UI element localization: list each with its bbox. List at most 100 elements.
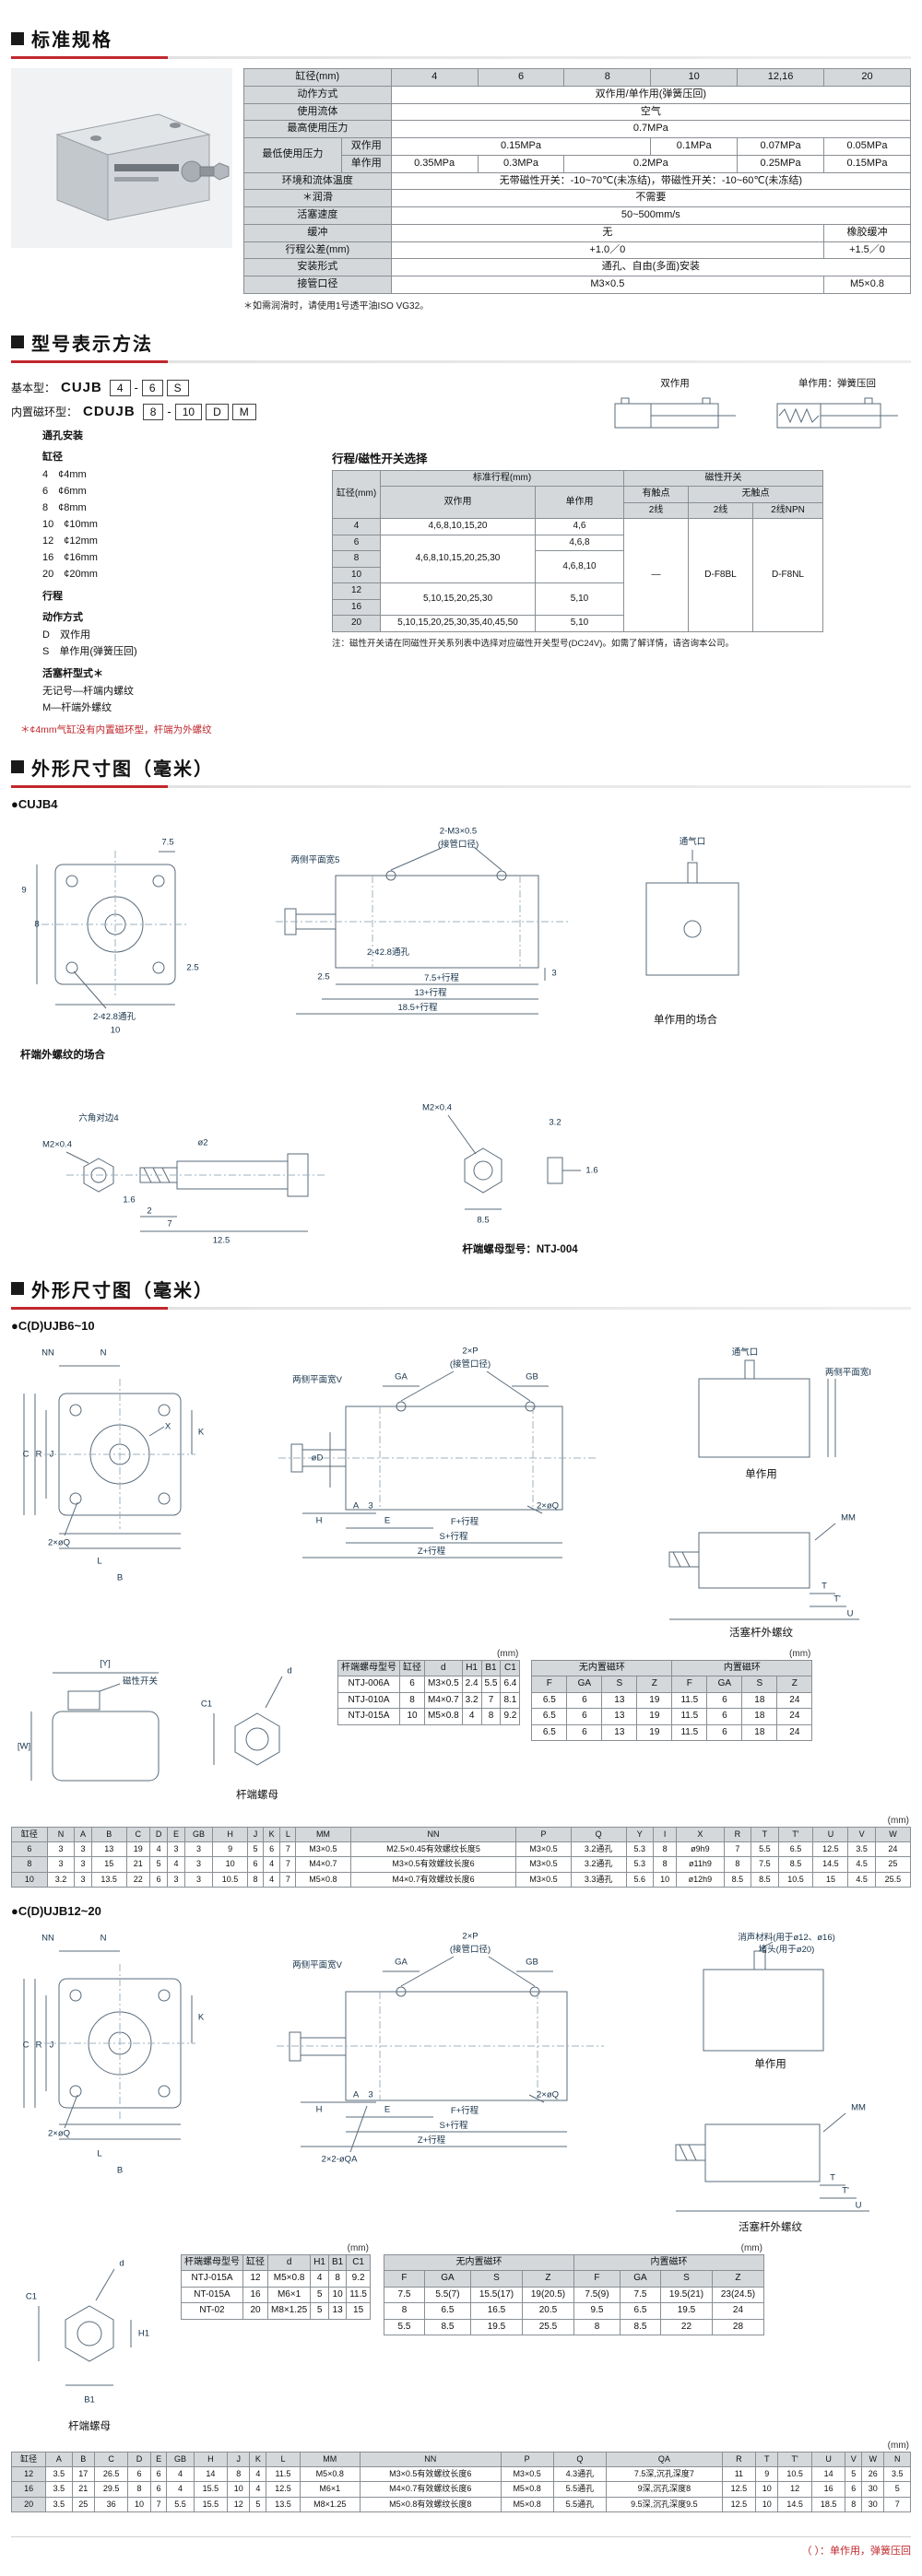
table-cell: 4,6 xyxy=(535,518,624,535)
dim-label: [W] xyxy=(17,1741,31,1752)
table-header-cell: MM xyxy=(295,1826,351,1843)
table-cell: 3.5 xyxy=(45,2496,73,2512)
dim-label: 8 xyxy=(34,919,40,930)
table-cell: 11.5 xyxy=(266,2465,301,2483)
table-header-cell: ＊润滑 xyxy=(243,189,392,207)
dim-label: 18.5+行程 xyxy=(397,1002,438,1013)
table-cell: 3 xyxy=(183,1871,214,1888)
table-cell: 8 xyxy=(480,1708,502,1725)
section-header-dim2: 外形尺寸图（毫米） xyxy=(11,1273,911,1310)
table-cell: 5.5通孔 xyxy=(552,2481,608,2498)
table-header-cell: 4 xyxy=(390,68,479,87)
table-cell: 4 xyxy=(249,2481,267,2498)
dim-label: GA xyxy=(395,1957,408,1968)
section-bullet-icon xyxy=(11,1282,24,1296)
table-header-cell: U xyxy=(812,1826,849,1843)
table-cell: 25 xyxy=(71,2496,95,2512)
table-cell: 12.5 xyxy=(812,1841,849,1858)
table-cell: 13 xyxy=(601,1691,638,1710)
table-cell: 15.5 xyxy=(193,2481,229,2498)
dim-label: U xyxy=(846,1608,854,1619)
table-header-cell: 杆端螺母型号 xyxy=(337,1659,400,1677)
table-header-cell: 16 xyxy=(10,2481,47,2498)
table-header-cell: 有触点 xyxy=(623,486,689,503)
table-cell: 12 xyxy=(242,2270,268,2288)
mount-label: 通孔安装 xyxy=(42,429,83,441)
table-header-cell: C1 xyxy=(346,2253,371,2272)
table-cell: 28 xyxy=(711,2318,764,2336)
table-cell: 3 xyxy=(167,1871,185,1888)
table-cell: 7 xyxy=(279,1841,297,1858)
dim-label: C xyxy=(22,2040,30,2051)
cujb12-right-col: 消声材料(用于ø12、ø16)堵头(用于ø20) 单作用 xyxy=(639,1925,902,2234)
unit-label: (mm) xyxy=(347,2242,369,2253)
table-cell: 6.4 xyxy=(500,1676,521,1693)
unit-label: (mm) xyxy=(887,1815,909,1826)
table-cell: 5 xyxy=(249,2496,267,2512)
table-header-cell: K xyxy=(262,1826,281,1843)
table-header-cell: H1 xyxy=(310,2253,329,2272)
magnet-type-name: CDUJB xyxy=(83,404,136,420)
cujb4-side-drawing xyxy=(276,847,571,1015)
table-cell: 14 xyxy=(810,2465,846,2483)
dim-label: 六角对边4 xyxy=(78,1112,119,1123)
table-cell: 8 xyxy=(227,2465,251,2483)
table-cell: NT-015A xyxy=(181,2286,243,2304)
table-header-cell: 磁性开关 xyxy=(623,469,823,488)
table-header-cell: S xyxy=(741,1676,778,1693)
unit-label: (mm) xyxy=(740,2242,762,2253)
table-header-cell: GB xyxy=(183,1826,214,1843)
table-cell: 14.5 xyxy=(812,1856,849,1873)
dim-label: 2-¢2.8通孔 xyxy=(367,947,409,958)
table-header-cell: 2线 xyxy=(623,501,689,520)
table-cell: M5×0.8 xyxy=(295,1871,351,1888)
rod-title: 活塞杆型式＊ xyxy=(42,667,103,679)
table-header-cell: 无内置磁环 xyxy=(531,1659,673,1677)
cujb6-rodext-caption: 活塞杆外螺纹 xyxy=(729,1627,793,1639)
table-header-cell: L xyxy=(266,2451,301,2468)
table-cell: 6 xyxy=(566,1723,603,1742)
double-acting-caption: 双作用 xyxy=(660,377,690,389)
table-cell: ø9h9 xyxy=(676,1841,725,1858)
dim-label: 7.5 xyxy=(161,837,174,848)
dim-label: 通气口 xyxy=(731,1347,759,1358)
dim-label: 7 xyxy=(167,1218,172,1229)
nut-model-caption: 杆端螺母型号：NTJ-004 xyxy=(462,1243,578,1255)
basic-type-name: CUJB xyxy=(61,380,102,396)
table-cell: 25.5 xyxy=(874,1871,912,1888)
dim-label: X xyxy=(164,1421,171,1432)
table-cell: M5×0.8有效螺纹长度8 xyxy=(359,2496,502,2512)
dim-label: T' xyxy=(842,2185,849,2196)
table-header-cell: d xyxy=(424,1659,463,1677)
dim-label: d xyxy=(119,2258,124,2269)
table-cell: 11.5 xyxy=(346,2286,371,2304)
dim-label: 12.5 xyxy=(212,1235,230,1246)
table-cell: M4×0.7 xyxy=(424,1691,463,1710)
table-cell: 5 xyxy=(310,2286,329,2304)
table-cell: 14.5 xyxy=(777,2496,812,2512)
table-cell: 6 xyxy=(149,2481,168,2498)
section-bullet-icon xyxy=(11,31,24,45)
table-cell: 3.2 xyxy=(46,1871,76,1888)
table-cell: 26 xyxy=(861,2465,885,2483)
dim-label: 3 xyxy=(368,2089,373,2100)
table-header-cell: T' xyxy=(777,1826,814,1843)
dim-label: S+行程 xyxy=(439,1531,468,1542)
code-box: 8 xyxy=(142,403,164,420)
table-cell: 10 xyxy=(327,2286,348,2304)
table-cell: M3×0.5 xyxy=(424,1676,463,1693)
code-box: S xyxy=(166,379,189,396)
dim-label: 2×øQ xyxy=(47,2128,71,2139)
table-cell: M3×0.5 xyxy=(390,276,825,294)
dim-label: 3 xyxy=(551,968,557,979)
table-cell: 9.5深,沉孔深度9.5 xyxy=(606,2496,723,2512)
table-cell: 11.5 xyxy=(671,1691,708,1710)
table-header-cell: GA xyxy=(566,1676,603,1693)
